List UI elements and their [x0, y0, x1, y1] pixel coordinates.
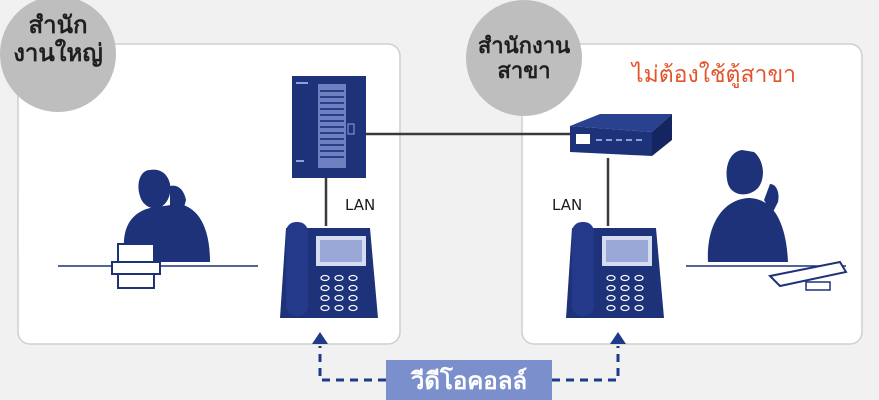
woman-on-phone-icon	[686, 150, 846, 267]
branch-office-label: สำนักงาน สาขา	[468, 34, 580, 85]
pbx-unit-icon	[292, 76, 366, 178]
no-pbx-required-text: ไม่ต้องใช้ตู้สาขา	[632, 62, 797, 88]
arrowhead-right-icon	[610, 332, 626, 344]
branch-office-label-line2: สาขา	[497, 59, 551, 85]
ip-phone-icon-right	[566, 222, 664, 318]
branch-office-circle	[466, 0, 582, 116]
head-office-label-line1: สำนัก	[28, 11, 88, 39]
keyboard-icon	[767, 260, 848, 291]
head-office-label: สำนัก งานใหญ่	[2, 11, 114, 67]
video-call-badge: วีดีโอคอลล์	[386, 360, 552, 400]
network-switch-icon	[570, 114, 672, 156]
head-office-label-line2: งานใหญ่	[13, 38, 103, 67]
head-office-circle	[0, 0, 116, 112]
branch-office-label-line1: สำนักงาน	[477, 34, 571, 59]
lan-label-right: LAN	[552, 196, 583, 214]
ip-phone-icon-left	[280, 222, 378, 318]
lan-label-left: LAN	[345, 196, 376, 214]
video-call-arrows	[318, 346, 620, 382]
arrowhead-left-icon	[312, 332, 328, 344]
desk-phone-icon	[111, 243, 161, 289]
